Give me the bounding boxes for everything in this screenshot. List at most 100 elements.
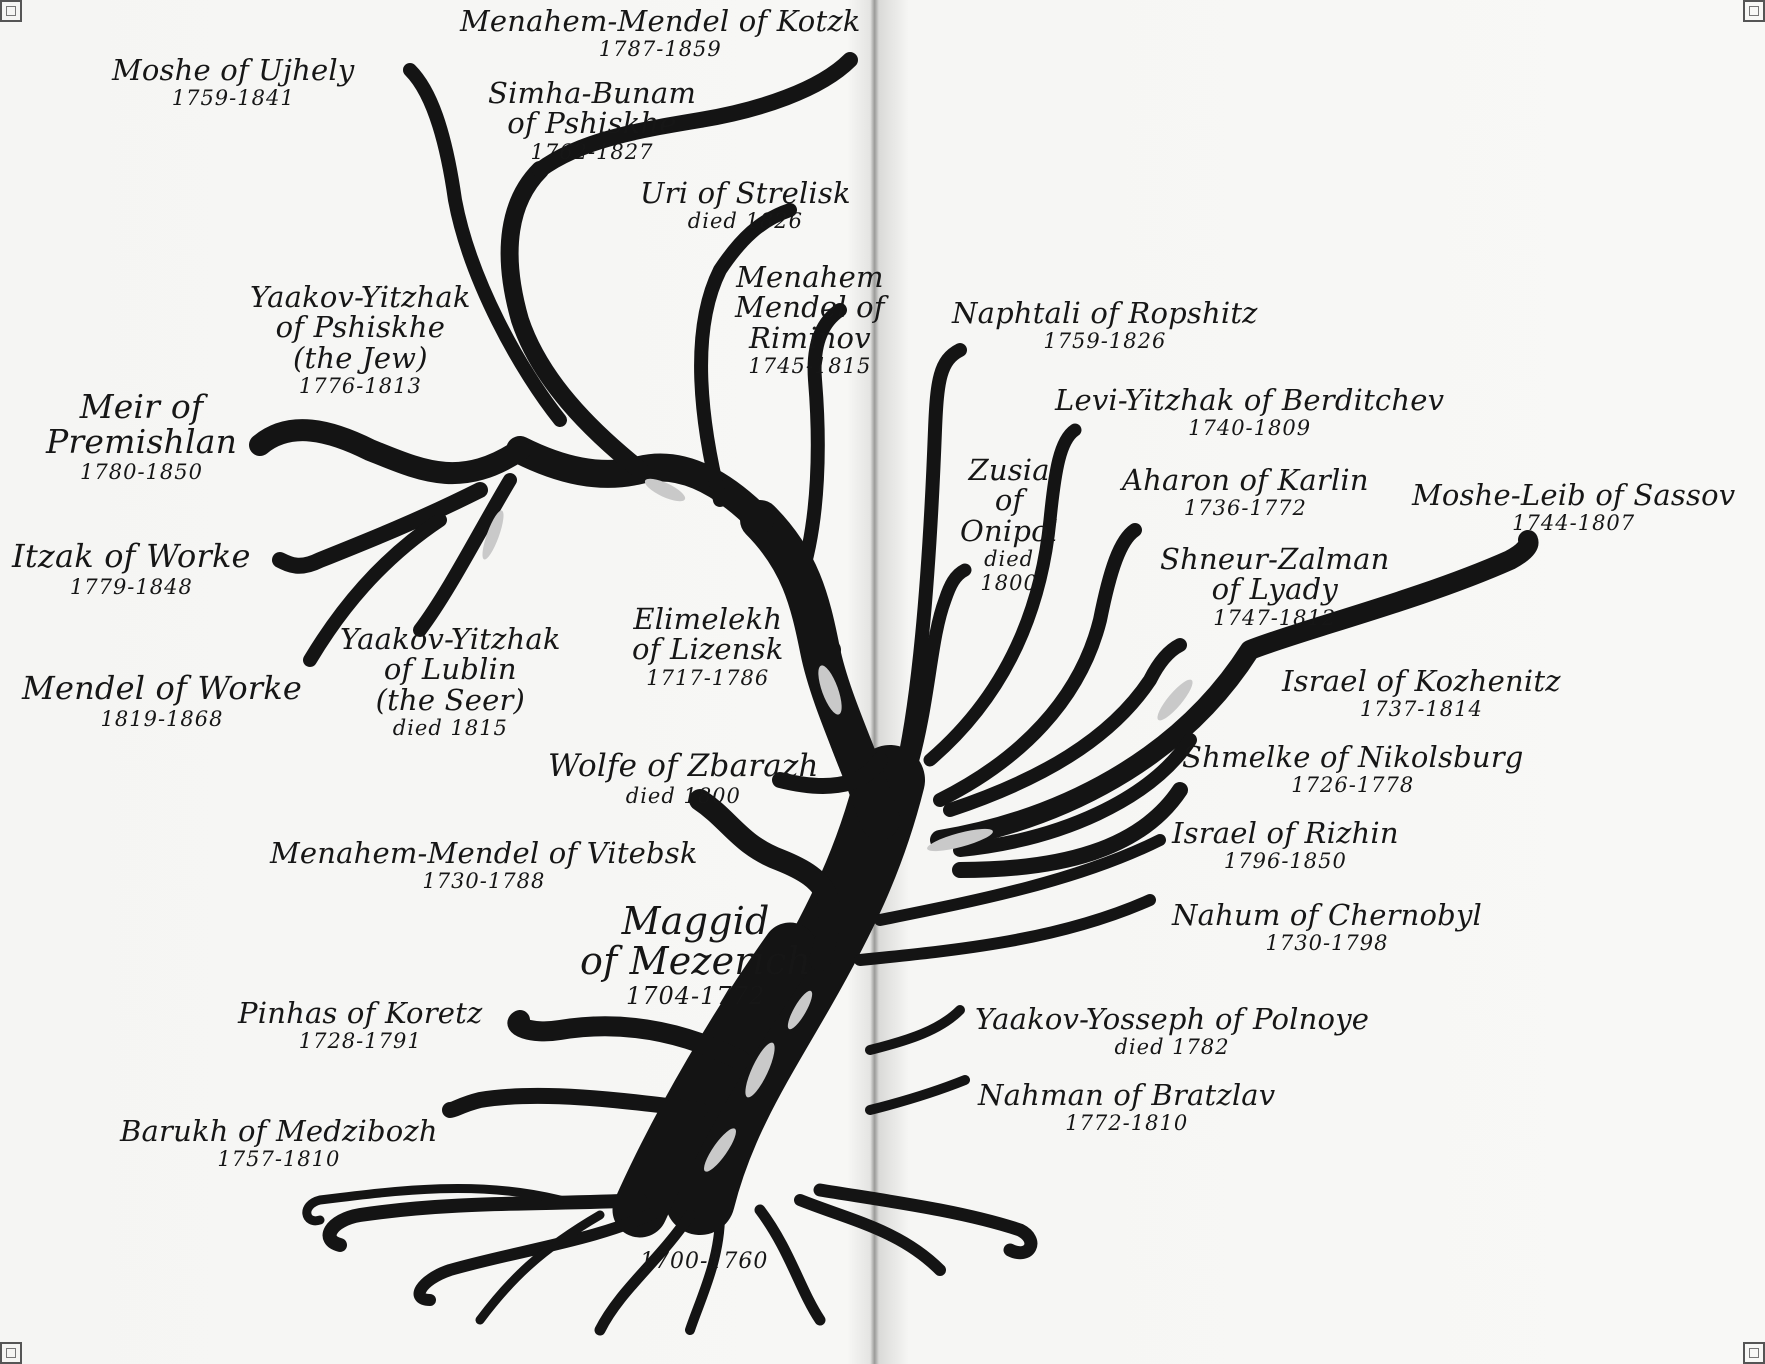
label-barukh-medzibozh: Barukh of Medzibozh 1757-1810 [120, 1116, 438, 1170]
person-name: Yaakov-Yitzhak [250, 282, 471, 312]
person-name-line3: (the Jew) [250, 343, 471, 373]
person-name-line2: of Lublin [340, 654, 561, 684]
label-yaakov-yitzhak-seer: Yaakov-Yitzhak of Lublin (the Seer) died… [340, 624, 561, 739]
person-dates: 1787-1859 [460, 38, 861, 60]
person-dates: 1757-1810 [120, 1148, 438, 1170]
branch-barukh [450, 1096, 700, 1110]
person-dates: 1730-1798 [1172, 932, 1482, 954]
person-dates: 1740-1809 [1055, 417, 1444, 439]
label-meir-premishlan: Meir of Premishlan 1780-1850 [46, 390, 237, 483]
person-name: Menahem-Mendel of Kotzk [460, 6, 861, 36]
person-name: Nahman of Bratzlav [978, 1080, 1275, 1110]
person-dates: 1762-1827 [488, 141, 696, 163]
label-israel-kozhenitz: Israel of Kozhenitz 1737-1814 [1282, 666, 1561, 720]
label-moshe-leib-sassov: Moshe-Leib of Sassov 1744-1807 [1412, 480, 1735, 534]
person-name: Aharon of Karlin [1122, 465, 1369, 495]
label-pinhas-koretz: Pinhas of Koretz 1728-1791 [238, 998, 482, 1052]
person-dates: 1819-1868 [22, 708, 302, 730]
person-name: Yaakov-Yosseph of Polnoye [975, 1004, 1369, 1034]
person-name: Yaakov-Yitzhak [340, 624, 561, 654]
person-name: Menahem [735, 262, 885, 292]
label-elimelekh: Elimelekh of Lizensk 1717-1786 [632, 604, 784, 689]
person-dates: died [960, 548, 1058, 570]
person-name: Wolfe of Zbarazh [548, 750, 819, 783]
label-naphtali-ropshitz: Naphtali of Ropshitz 1759-1826 [952, 298, 1258, 352]
person-name: Maggid [580, 902, 811, 942]
branch-nahum [860, 900, 1150, 960]
person-dates: 1736-1772 [1122, 497, 1369, 519]
label-uri-strelisk: Uri of Strelisk died 1826 [640, 178, 851, 232]
label-menahem-mendel-kotzk: Menahem-Mendel of Kotzk 1787-1859 [460, 6, 861, 60]
person-name-line2: Premishlan [46, 425, 237, 460]
person-name: Israel of Kozhenitz [1282, 666, 1561, 696]
person-name: Elimelekh [632, 604, 784, 634]
person-dates: 1737-1814 [1282, 698, 1561, 720]
person-name-line3: Onipol [960, 516, 1058, 546]
person-name: Barukh of Medzibozh [120, 1116, 438, 1146]
label-menahem-mendel-vitebsk: Menahem-Mendel of Vitebsk 1730-1788 [270, 838, 698, 892]
person-name: Meir of [46, 390, 237, 425]
person-dates: 1730-1788 [270, 870, 698, 892]
branch-pinhas [517, 1020, 740, 1060]
branch-yaakov-yosseph [870, 1010, 960, 1050]
label-shneur-zalman: Shneur-Zalman of Lyady 1747-1812 [1160, 544, 1390, 629]
person-name: Moshe-Leib of Sassov [1412, 480, 1735, 510]
person-dates: 1717-1786 [632, 667, 784, 689]
branch-meir [260, 430, 520, 473]
label-israel-rizhin: Israel of Rizhin 1796-1850 [1172, 818, 1399, 872]
person-dates: 1744-1807 [1412, 512, 1735, 534]
person-dates: 1780-1850 [46, 461, 237, 483]
label-yaakov-yitzhak-jew: Yaakov-Yitzhak of Pshiskhe (the Jew) 177… [250, 282, 471, 397]
person-name: Itzak of Worke [12, 540, 251, 574]
person-name: Shmelke of Nikolsburg [1182, 742, 1524, 772]
label-wolfe-zbarazh: Wolfe of Zbarazh died 1800 [548, 750, 819, 807]
person-dates: died 1800 [548, 785, 819, 807]
person-name: Simha-Bunam [488, 78, 696, 108]
label-levi-yitzhak: Levi-Yitzhak of Berditchev 1740-1809 [1055, 385, 1444, 439]
person-name: Israel of Rizhin [1172, 818, 1399, 848]
person-name: Pinhas of Koretz [238, 998, 482, 1028]
person-name-line3: (the Seer) [340, 685, 561, 715]
person-name-line2: of Lizensk [632, 634, 784, 664]
label-nahman-bratzlav: Nahman of Bratzlav 1772-1810 [978, 1080, 1275, 1134]
branch-jew [510, 170, 640, 470]
person-name-line2: of Pshiskhe [250, 312, 471, 342]
person-dates: 1759-1841 [112, 87, 354, 109]
label-aharon-karlin: Aharon of Karlin 1736-1772 [1122, 465, 1369, 519]
person-name: Levi-Yitzhak of Berditchev [1055, 385, 1444, 415]
person-dates: 1745-1815 [735, 355, 885, 377]
person-dates: 1726-1778 [1182, 774, 1524, 796]
label-zusia-onipol: Zusia of Onipol died 1800 [960, 455, 1058, 594]
label-yaakov-yosseph-polnoye: Yaakov-Yosseph of Polnoye died 1782 [975, 1004, 1369, 1058]
person-name-line2: of Pshiskhe [488, 108, 696, 138]
person-name: Nahum of Chernobyl [1172, 900, 1482, 930]
person-dates: 1759-1826 [952, 330, 1258, 352]
person-dates: 1772-1810 [978, 1112, 1275, 1134]
label-menahem-mendel-riminov: Menahem Mendel of Riminov 1745-1815 [735, 262, 885, 377]
person-dates-line2: 1800 [960, 572, 1058, 594]
person-dates: 1704-1772 [580, 984, 811, 1009]
person-name-line2: of [960, 485, 1058, 515]
person-name-line2: of Mezerich [580, 942, 811, 982]
root [760, 1210, 820, 1320]
person-name: Zusia [960, 455, 1058, 485]
label-simha-bunam: Simha-Bunam of Pshiskhe 1762-1827 [488, 78, 696, 163]
person-dates: died 1782 [975, 1036, 1369, 1058]
person-name: Menahem-Mendel of Vitebsk [270, 838, 698, 868]
branch-naphtali [900, 350, 960, 780]
person-name: Shneur-Zalman [1160, 544, 1390, 574]
person-name-line2: of Lyady [1160, 574, 1390, 604]
person-dates: 1779-1848 [12, 576, 251, 598]
root [480, 1215, 600, 1320]
label-maggid-mezerich: Maggid of Mezerich 1704-1772 [580, 902, 811, 1009]
person-name: Naphtali of Ropshitz [952, 298, 1258, 328]
person-dates: died 1815 [340, 717, 561, 739]
label-root-dates: 1700-1760 [640, 1248, 768, 1273]
label-moshe-ujhely: Moshe of Ujhely 1759-1841 [112, 55, 354, 109]
label-shmelke-nikolsburg: Shmelke of Nikolsburg 1726-1778 [1182, 742, 1524, 796]
label-mendel-worke: Mendel of Worke 1819-1868 [22, 672, 302, 730]
person-dates: 1776-1813 [250, 375, 471, 397]
person-dates: 1747-1812 [1160, 607, 1390, 629]
person-name: Uri of Strelisk [640, 178, 851, 208]
